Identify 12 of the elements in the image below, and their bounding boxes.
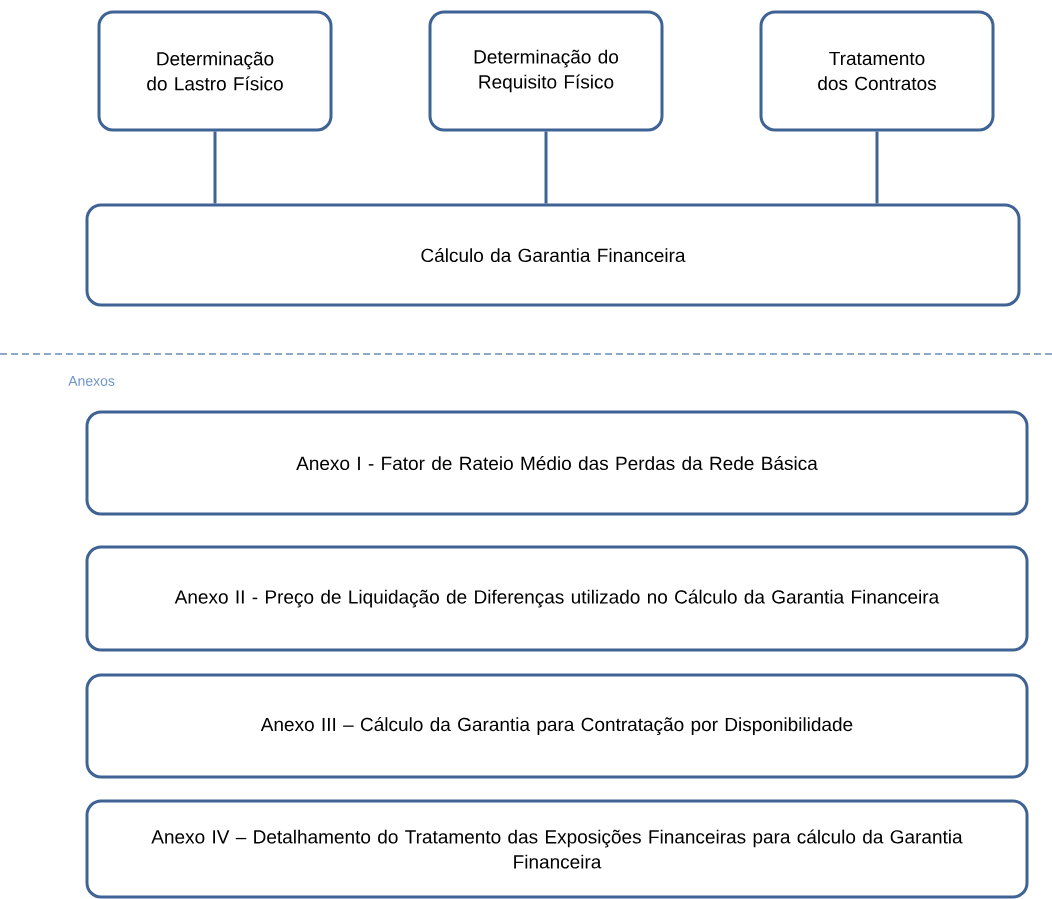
connector-line [544,131,548,204]
process-box: Tratamento dos Contratos [759,10,995,132]
section-label: Anexos [68,376,115,386]
annex-box: Anexo II - Preço de Liquidação de Diferenças utilizado no Cálculo da Garantia Financeira [85,545,1029,652]
process-box: Determinação do Requisito Físico [428,10,664,132]
calculation-box: Cálculo da Garantia Financeira [85,203,1021,307]
connector-line [213,131,217,204]
annex-box: Anexo IV – Detalhamento do Tratamento das Exposições Financeiras para cálculo da Garantia Financeira [85,799,1029,899]
process-box: Determinação do Lastro Físico [97,10,333,132]
annex-box: Anexo III – Cálculo da Garantia para Contratação por Disponibilidade [85,673,1029,779]
connector-line [875,131,879,204]
annex-box: Anexo I - Fator de Rateio Médio das Perdas da Rede Básica [85,410,1029,516]
